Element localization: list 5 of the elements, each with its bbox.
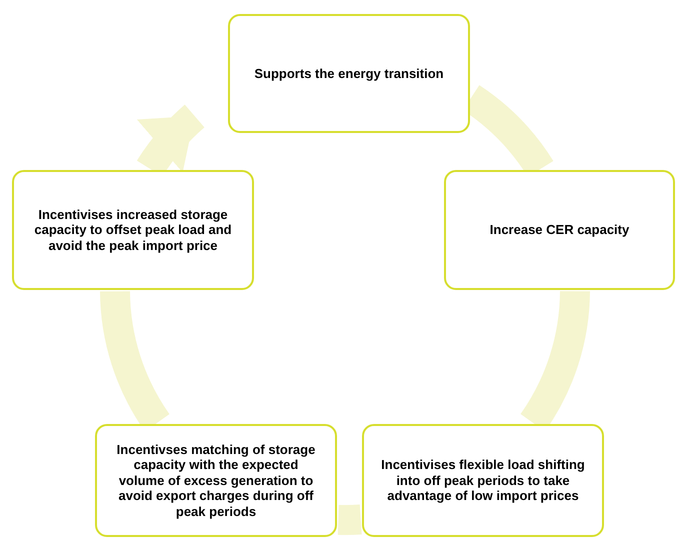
process-box: Incentivses matching of storage capacity with the expected volume of excess generation to avoid export charges during off peak periods [95,424,337,537]
process-box: Supports the energy transition [228,14,470,133]
process-box: Incentivises increased storage capacity to offset peak load and avoid the peak import price [12,170,254,290]
process-box: Increase CER capacity [444,170,675,290]
process-box: Incentivises flexible load shifting into off peak periods to take advantage of low import prices [362,424,604,537]
